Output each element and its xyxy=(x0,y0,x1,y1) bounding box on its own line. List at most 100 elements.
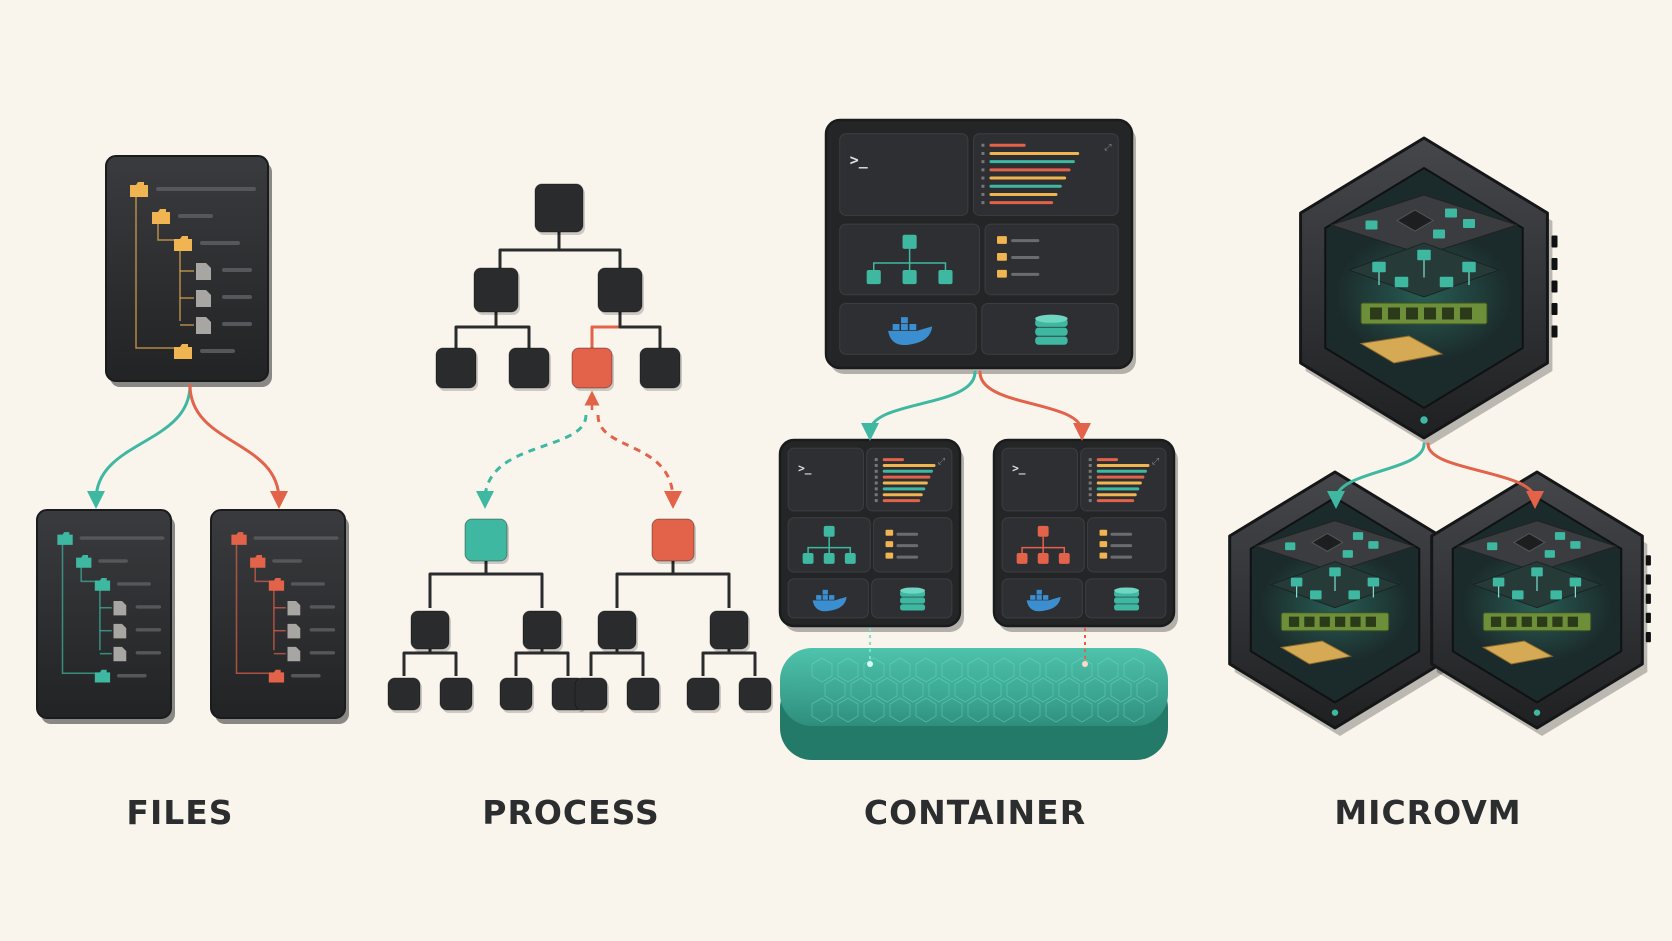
tree-guide xyxy=(135,192,174,349)
platform-mesh xyxy=(837,657,859,683)
file-icon xyxy=(113,600,127,616)
tree-pane-node xyxy=(938,270,953,285)
vm-chip xyxy=(1433,229,1445,239)
platform-glow xyxy=(780,648,1168,726)
ram-chip xyxy=(1506,616,1517,627)
whale-crate xyxy=(1043,595,1049,600)
name-line xyxy=(222,268,252,272)
code-line-number xyxy=(981,160,985,164)
whale-pane xyxy=(1001,578,1083,619)
container-child-coral: >_⤢ xyxy=(992,438,1178,632)
process-child-teal-leaf xyxy=(387,677,421,711)
code-line xyxy=(1096,463,1150,467)
vm-vent xyxy=(1551,235,1558,248)
name-line xyxy=(116,582,151,586)
tree-pane-node xyxy=(823,553,835,564)
ram-chip xyxy=(1537,616,1548,627)
vm-chip xyxy=(1352,532,1364,540)
code-line xyxy=(1096,499,1135,503)
whale-icon xyxy=(812,596,847,612)
ram-chip xyxy=(1460,307,1472,320)
process-leaf xyxy=(508,347,550,389)
platform-mesh xyxy=(967,657,989,683)
code-line-number xyxy=(874,469,878,473)
whale-crate xyxy=(816,595,822,600)
ram-chip xyxy=(1319,616,1330,627)
ram-chip xyxy=(1304,616,1315,627)
process-child-coral-node xyxy=(709,610,749,650)
folder-icon xyxy=(997,236,1007,244)
code-line-number xyxy=(1088,463,1092,467)
terminal-pane xyxy=(839,133,969,216)
platform-mesh xyxy=(811,697,833,723)
storage-drive-icon xyxy=(1359,335,1444,364)
file-icon xyxy=(196,290,211,307)
tree-pane-node xyxy=(1037,553,1049,564)
files-arrow-teal xyxy=(87,383,192,509)
vm-vent xyxy=(1645,632,1651,643)
tree-edge xyxy=(618,306,662,348)
platform-mesh xyxy=(941,697,963,723)
platform-mesh xyxy=(876,677,898,703)
code-line xyxy=(882,463,936,467)
code-line-number xyxy=(1088,475,1092,479)
vm-tree-node xyxy=(1439,276,1454,288)
platform-mesh xyxy=(993,697,1015,723)
code-line xyxy=(1096,458,1119,462)
platform-mesh xyxy=(850,677,872,703)
vm-chip xyxy=(1342,550,1353,558)
whale-pane xyxy=(787,578,869,619)
ram-chip xyxy=(1365,616,1376,627)
platform-port xyxy=(867,661,873,667)
vm-tree-node xyxy=(1550,590,1562,600)
code-line xyxy=(1096,469,1147,473)
tree-pane-node xyxy=(1037,525,1049,537)
platform-mesh xyxy=(863,697,885,723)
database-disk xyxy=(1035,336,1068,345)
folder-icon xyxy=(231,532,247,545)
folder-icon xyxy=(885,552,894,559)
process-arrow-teal xyxy=(476,414,588,509)
folder-icon xyxy=(268,669,285,683)
file-icon xyxy=(113,623,127,639)
vm-vent xyxy=(1645,574,1651,585)
process-child-teal-leaf xyxy=(499,677,533,711)
platform-mesh xyxy=(928,677,950,703)
name-line xyxy=(135,628,162,632)
vm-tree-node xyxy=(1394,276,1409,288)
platform-mesh xyxy=(1123,657,1145,683)
name-line xyxy=(309,605,336,609)
platform-mesh xyxy=(1110,677,1132,703)
tree-pane-node xyxy=(866,270,881,285)
whale-icon xyxy=(888,326,933,346)
platform-mesh xyxy=(1006,677,1028,703)
folder-icon xyxy=(57,532,73,545)
code-line-number xyxy=(981,192,985,196)
vm-tree-node xyxy=(1310,590,1322,600)
file-icon xyxy=(287,600,301,616)
platform-mesh xyxy=(1084,677,1106,703)
code-line-number xyxy=(981,184,985,188)
file-icon xyxy=(113,646,127,662)
name-line xyxy=(1110,532,1133,536)
name-line xyxy=(98,559,128,563)
platform-mesh xyxy=(915,697,937,723)
whale-crate xyxy=(1036,589,1042,595)
whale-icon xyxy=(1026,596,1061,612)
platform-mesh xyxy=(1058,677,1080,703)
code-line xyxy=(882,493,923,497)
tree-pane-node xyxy=(1016,553,1028,564)
code-line xyxy=(989,192,1058,196)
platform-mesh xyxy=(941,657,963,683)
platform-mesh xyxy=(915,657,937,683)
platform-mesh xyxy=(1097,697,1119,723)
process-child-coral-leaf xyxy=(686,677,720,711)
name-line xyxy=(1110,544,1133,548)
process-node xyxy=(473,267,519,313)
name-line xyxy=(135,651,162,655)
code-line-number xyxy=(1088,499,1092,503)
storage-drive-icon xyxy=(1279,640,1352,665)
platform-mesh xyxy=(1097,657,1119,683)
vm-chip xyxy=(1487,542,1498,551)
